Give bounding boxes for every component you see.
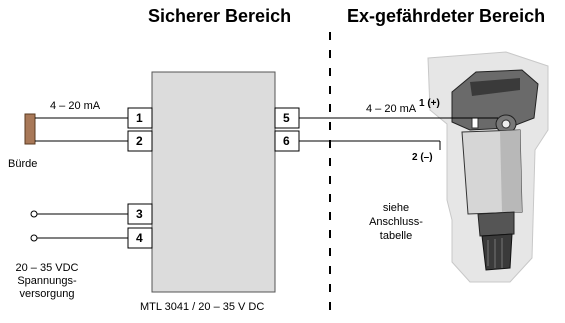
power-supply-line2: Spannungs-	[17, 275, 77, 287]
isolator-box	[151, 71, 276, 293]
polarity-plus-label: 1 (+)	[419, 98, 440, 109]
terminal-2-label: 2	[136, 134, 143, 148]
see-table-line3: tabelle	[379, 230, 413, 242]
polarity-minus-label: 2 (–)	[412, 152, 433, 163]
device-label: MTL 3041 / 20 – 35 V DC	[140, 301, 265, 313]
left-current-label: 4 – 20 mA	[50, 100, 101, 112]
safe-area-heading: Sicherer Bereich	[148, 6, 292, 26]
supply-terminal-3	[30, 210, 38, 218]
see-table-note: siehe Anschluss- tabelle	[356, 201, 436, 243]
burden-label: Bürde	[8, 158, 38, 170]
terminal-6-label: 6	[283, 134, 290, 148]
right-current-label: 4 – 20 mA	[366, 103, 417, 115]
supply-terminal-4	[30, 234, 38, 242]
power-supply-line3: versorgung	[19, 288, 75, 300]
terminal-1-label: 1	[136, 111, 143, 125]
power-supply-voltage: 20 – 35 VDC	[15, 262, 79, 274]
see-table-line1: siehe	[382, 202, 410, 214]
level-sensor	[451, 69, 539, 271]
terminal-4-label: 4	[136, 231, 143, 245]
see-table-line2: Anschluss-	[369, 216, 423, 228]
hazardous-area-heading: Ex-gefährdeter Bereich	[347, 6, 546, 26]
terminal-3-label: 3	[136, 207, 143, 221]
burden-resistor	[24, 113, 36, 145]
terminal-5-label: 5	[283, 111, 290, 125]
power-supply-label: 20 – 35 VDC Spannungs- versorgung	[2, 262, 92, 301]
